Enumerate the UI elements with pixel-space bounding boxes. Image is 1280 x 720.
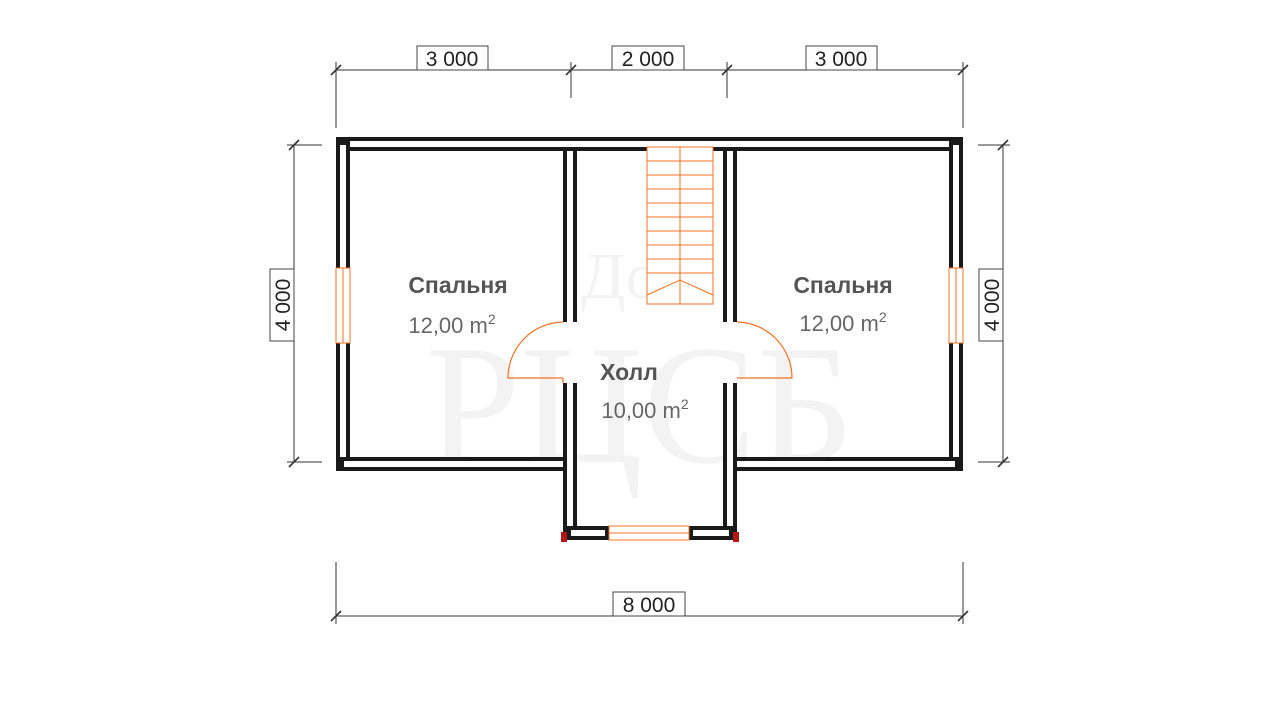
dimension-top-middle: 2 000 [622, 48, 675, 71]
dimension-left: 4 000 [272, 279, 295, 332]
dimension-top-left: 3 000 [426, 48, 479, 71]
dimension-right: 4 000 [981, 279, 1004, 332]
staircase [646, 146, 714, 305]
room-name-hall: Холл [600, 359, 658, 385]
room-area-bedroom-right: 12,00 m2 [799, 309, 887, 336]
door-right [736, 321, 793, 379]
room-labels: Спальня 12,00 m2 Спальня 12,00 m2 Холл 1… [408, 272, 892, 423]
dimension-labels: 3 000 2 000 3 000 8 000 4 000 4 000 [269, 45, 1004, 617]
windows [335, 267, 964, 541]
walls [336, 137, 963, 542]
doors [507, 321, 793, 383]
dimension-top-right: 3 000 [815, 48, 868, 71]
room-name-bedroom-left: Спальня [408, 272, 507, 298]
room-area-hall: 10,00 m2 [601, 396, 689, 423]
door-left [507, 321, 564, 379]
room-name-bedroom-right: Спальня [793, 272, 892, 298]
room-area-bedroom-left: 12,00 m2 [408, 311, 496, 338]
dimension-bottom: 8 000 [623, 594, 676, 617]
